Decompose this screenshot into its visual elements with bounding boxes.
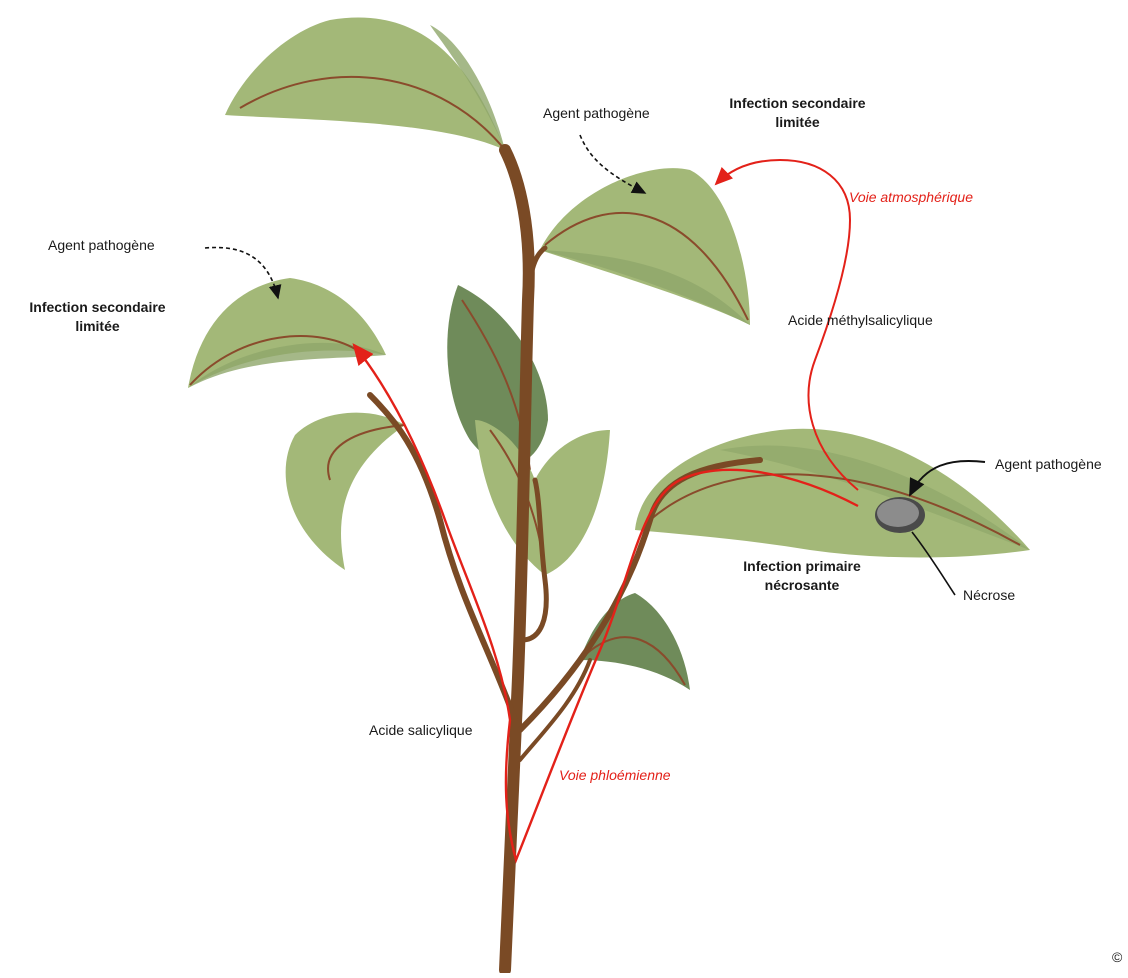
label-phloem-route: Voie phloémienne xyxy=(559,766,671,785)
label-salicylic: Acide salicylique xyxy=(369,721,473,740)
label-primary-line1: Infection primaire xyxy=(712,557,892,576)
label-secondary-left: Infection secondaire limitée xyxy=(5,298,190,336)
copyright-mark: © xyxy=(1112,948,1122,967)
label-atmospheric-route: Voie atmosphérique xyxy=(849,188,973,207)
label-necrosis: Nécrose xyxy=(963,586,1015,605)
label-primary-infection: Infection primaire nécrosante xyxy=(712,557,892,595)
label-secondary-top-line2: limitée xyxy=(705,113,890,132)
label-agent-left: Agent pathogène xyxy=(48,236,155,255)
label-methyl-salicylic: Acide méthylsalicylique xyxy=(788,311,933,330)
leaf-upper-right xyxy=(540,168,750,325)
label-secondary-left-line1: Infection secondaire xyxy=(5,298,190,317)
leaf-lower-right xyxy=(580,593,690,690)
leaf-top xyxy=(225,18,505,150)
leaf-upper-left xyxy=(188,278,386,388)
leaf-mid-left xyxy=(286,413,405,570)
label-agent-right: Agent pathogène xyxy=(995,455,1102,474)
label-primary-line2: nécrosante xyxy=(712,576,892,595)
label-secondary-top: Infection secondaire limitée xyxy=(705,94,890,132)
necrosis-spot xyxy=(875,497,925,533)
label-secondary-top-line1: Infection secondaire xyxy=(705,94,890,113)
label-agent-top: Agent pathogène xyxy=(543,104,650,123)
label-secondary-left-line2: limitée xyxy=(5,317,190,336)
